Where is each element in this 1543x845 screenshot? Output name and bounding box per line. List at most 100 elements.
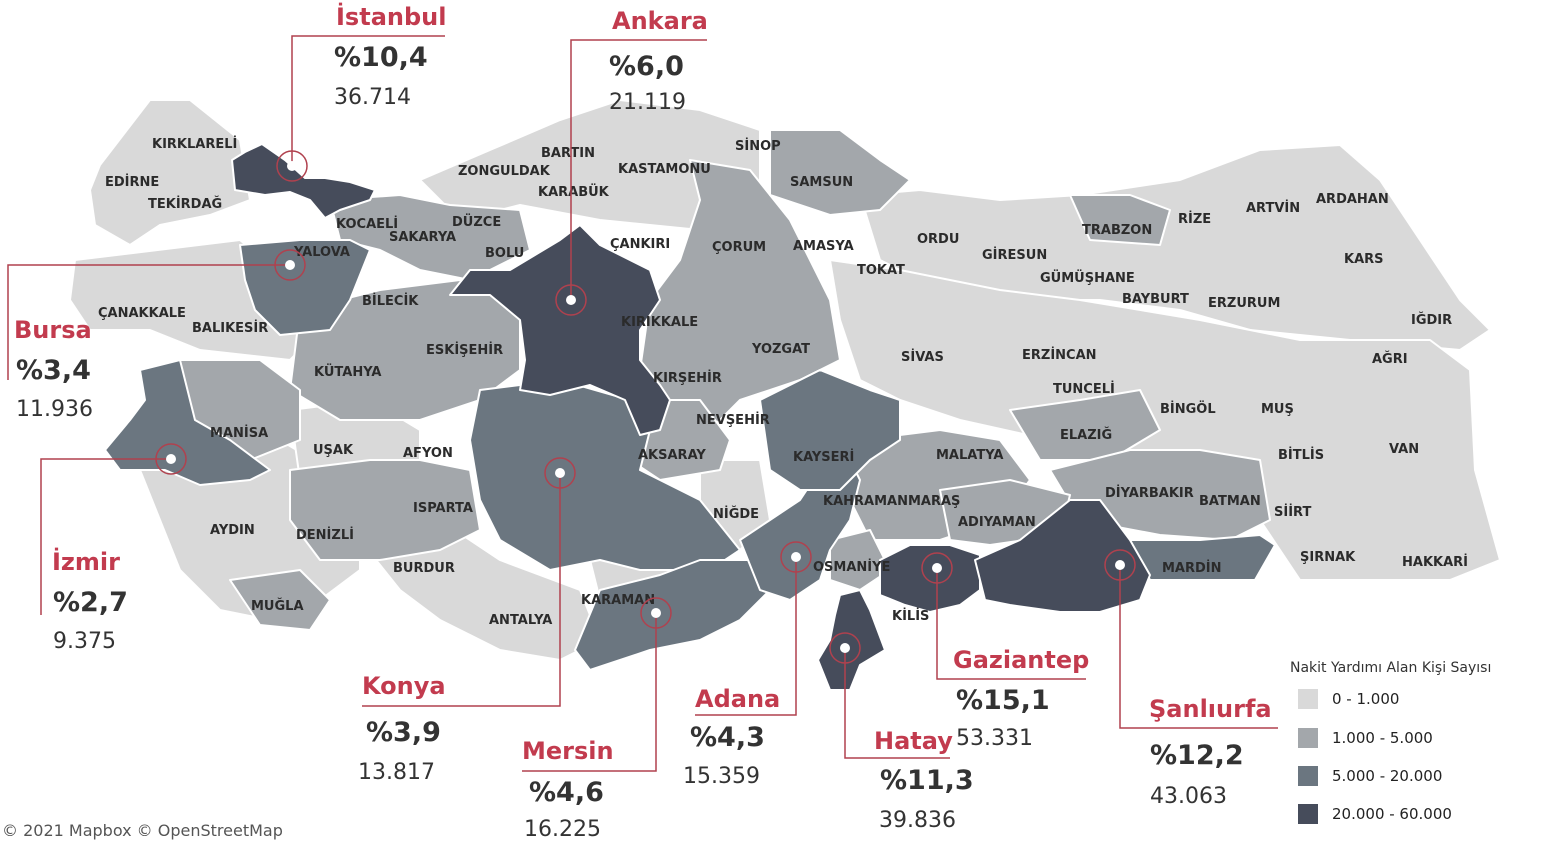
city-percent-konya: %3,9	[366, 717, 441, 748]
region-osmaniye[interactable]	[829, 529, 891, 591]
province-label: EDİRNE	[105, 174, 159, 190]
province-label: TEKİRDAĞ	[148, 196, 222, 212]
legend-swatch	[1298, 804, 1318, 824]
region-mersin[interactable]	[574, 559, 781, 671]
marker-istanbul[interactable]	[276, 150, 308, 182]
city-name-adana: Adana	[695, 685, 781, 713]
marker-bursa[interactable]	[274, 249, 306, 281]
region-mardin[interactable]	[1129, 534, 1276, 581]
province-label: KIRIKKALE	[621, 315, 698, 330]
region-sanliurfa[interactable]	[974, 499, 1151, 613]
province-label: BİNGÖL	[1160, 401, 1216, 417]
region-eskisehir-kutahya[interactable]	[289, 279, 521, 421]
marker-mersin[interactable]	[640, 597, 672, 629]
city-count-adana: 15.359	[683, 764, 760, 789]
leader-line-mersin	[522, 613, 657, 772]
province-label: ZONGULDAK	[458, 164, 551, 179]
marker-ankara[interactable]	[555, 284, 587, 316]
province-label: ESKİŞEHİR	[426, 342, 503, 358]
province-label: ÇANAKKALE	[98, 306, 186, 321]
province-label: ARDAHAN	[1316, 192, 1389, 207]
region-kayseri[interactable]	[759, 369, 901, 491]
leader-line-konya	[362, 473, 561, 707]
province-label: ÇANKIRI	[610, 237, 670, 252]
region-trabzon[interactable]	[1069, 194, 1171, 246]
city-name-konya: Konya	[362, 672, 446, 700]
legend-item: 5.000 - 20.000	[1298, 766, 1442, 786]
province-label: ARTVİN	[1246, 200, 1300, 216]
legend-label: 1.000 - 5.000	[1332, 729, 1433, 747]
province-label: ANTALYA	[489, 613, 552, 628]
region-black-sea-west[interactable]	[419, 99, 761, 231]
legend-swatch	[1298, 689, 1318, 709]
province-label: NİĞDE	[713, 506, 759, 522]
leader-line-hatay	[844, 648, 950, 759]
map-attribution[interactable]: © 2021 Mapbox © OpenStreetMap	[0, 817, 291, 845]
region-istanbul[interactable]	[231, 143, 376, 219]
region-gaziantep[interactable]	[879, 544, 981, 613]
province-label: SİVAS	[901, 349, 944, 365]
province-label: MANİSA	[210, 425, 268, 441]
province-label: YOZGAT	[751, 342, 810, 357]
province-label: ERZURUM	[1208, 296, 1280, 311]
province-label: BAYBURT	[1122, 292, 1189, 307]
region-mugla[interactable]	[229, 569, 331, 631]
region-denizli-isparta[interactable]	[289, 459, 481, 561]
region-izmir[interactable]	[104, 359, 271, 486]
province-label: NEVŞEHİR	[696, 412, 770, 428]
city-count-konya: 13.817	[358, 760, 435, 785]
province-label: TOKAT	[857, 263, 905, 278]
region-central-east[interactable]	[829, 259, 1501, 581]
region-hatay[interactable]	[817, 589, 886, 691]
province-label: YALOVA	[293, 245, 350, 260]
region-samsun[interactable]	[769, 129, 911, 216]
province-label: KİLİS	[892, 608, 929, 624]
city-count-izmir: 9.375	[53, 629, 116, 654]
legend-label: 0 - 1.000	[1332, 690, 1400, 708]
province-label: SİNOP	[735, 138, 781, 154]
city-name-hatay: Hatay	[874, 727, 953, 755]
province-label: AMASYA	[793, 239, 854, 254]
leader-line-gaziantep	[936, 568, 1086, 680]
city-count-ankara: 21.119	[609, 90, 686, 115]
city-name-istanbul: İstanbul	[336, 3, 447, 31]
province-label: DENİZLİ	[296, 527, 354, 543]
city-count-istanbul: 36.714	[334, 85, 411, 110]
province-label: VAN	[1389, 442, 1419, 457]
province-label: KARAMAN	[581, 593, 655, 608]
leader-line-istanbul	[291, 35, 445, 166]
province-label: GÜMÜŞHANE	[1040, 270, 1135, 286]
city-name-bursa: Bursa	[14, 316, 92, 344]
region-bursa[interactable]	[239, 239, 371, 336]
marker-izmir[interactable]	[155, 443, 187, 475]
province-label: DÜZCE	[452, 214, 501, 230]
city-count-bursa: 11.936	[16, 397, 93, 422]
city-percent-sanliurfa: %12,2	[1150, 740, 1244, 771]
province-label: KAYSERİ	[793, 449, 854, 465]
marker-konya[interactable]	[544, 457, 576, 489]
province-label: BOLU	[485, 246, 524, 261]
region-elazig[interactable]	[1009, 389, 1161, 461]
province-label: KAHRAMANMARAŞ	[823, 494, 960, 509]
province-label: MALATYA	[936, 448, 1003, 463]
region-ankara[interactable]	[449, 224, 671, 436]
leader-line-bursa	[7, 264, 290, 380]
region-thrace[interactable]	[89, 99, 251, 246]
marker-sanliurfa[interactable]	[1104, 549, 1136, 581]
city-count-mersin: 16.225	[524, 817, 601, 842]
city-percent-ankara: %6,0	[609, 51, 684, 82]
leader-line-sanliurfa	[1119, 565, 1278, 729]
province-label: KOCAELİ	[336, 216, 398, 232]
province-label: BARTIN	[541, 146, 595, 161]
marker-adana[interactable]	[780, 541, 812, 573]
region-adana[interactable]	[739, 459, 861, 601]
legend-item: 20.000 - 60.000	[1298, 804, 1452, 824]
marker-hatay[interactable]	[829, 632, 861, 664]
region-corum-kirikkale-yozgat[interactable]	[639, 159, 841, 441]
province-label: SAMSUN	[790, 175, 853, 190]
province-label: UŞAK	[313, 443, 354, 458]
province-label: AĞRI	[1372, 351, 1408, 367]
marker-gaziantep[interactable]	[921, 552, 953, 584]
province-label: MUĞLA	[251, 598, 304, 614]
